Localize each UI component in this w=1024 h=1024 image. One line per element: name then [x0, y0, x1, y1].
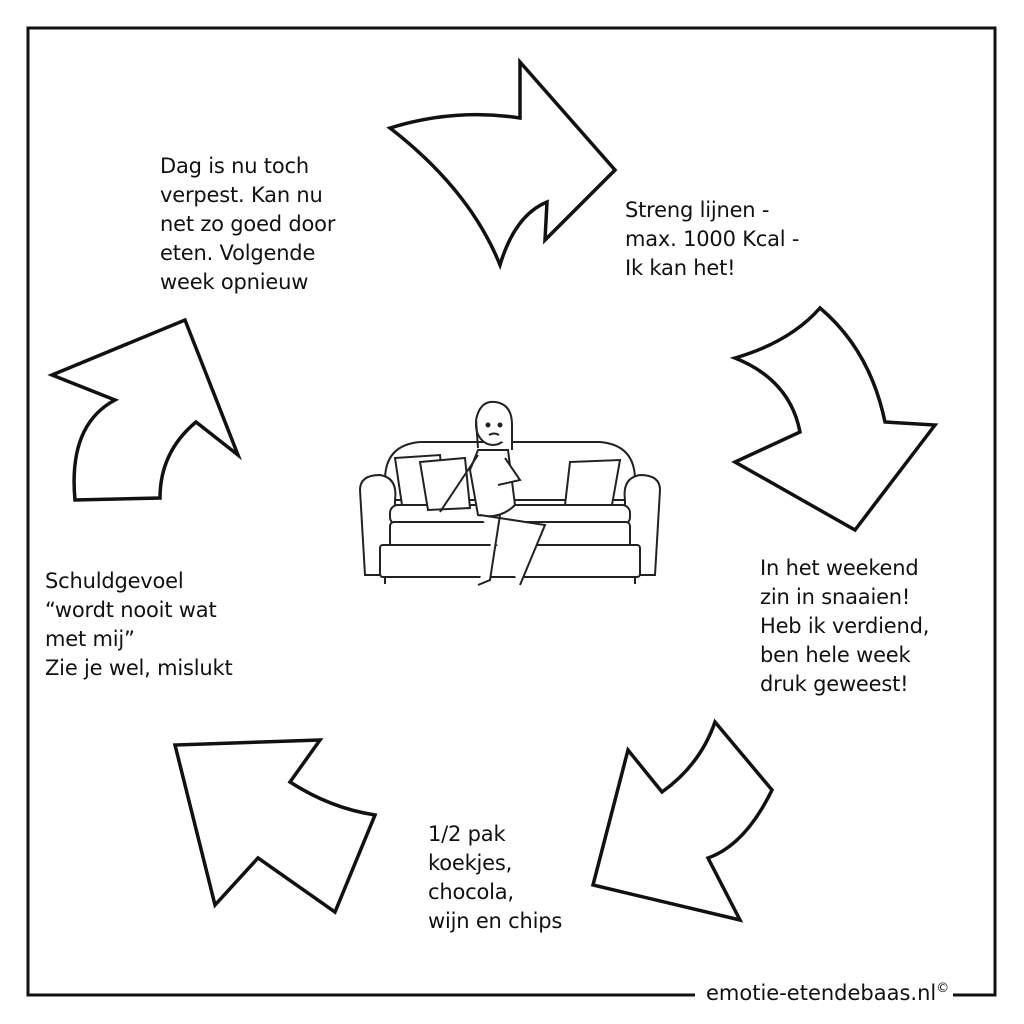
arrow-bottom-right: [590, 718, 775, 923]
arrow-bottom-left: [172, 738, 378, 915]
site-credit: emotie-etendebaas.nl©: [702, 975, 954, 1007]
step-day-ruined: Dag is nu toch verpest. Kan nu net zo go…: [160, 154, 336, 294]
step-binge: 1/2 pak koekjes, chocola, wijn en chips: [428, 822, 563, 933]
step-weekend-snacking: In het weekend zin in snaaien! Heb ik ve…: [760, 556, 930, 696]
sofa-with-woman-illustration: [358, 400, 662, 586]
step-strict-diet: Streng lijnen - max. 1000 Kcal - Ik kan …: [625, 198, 800, 280]
arrow-right: [729, 305, 939, 533]
site-name: emotie-etendebaas.nl: [706, 981, 937, 1005]
arrow-left: [47, 317, 242, 502]
frame: [26, 26, 997, 997]
copyright-mark: ©: [936, 981, 950, 996]
arrow-top: [386, 57, 618, 271]
step-guilt: Schuldgevoel “wordt nooit wat met mij” Z…: [45, 569, 233, 680]
